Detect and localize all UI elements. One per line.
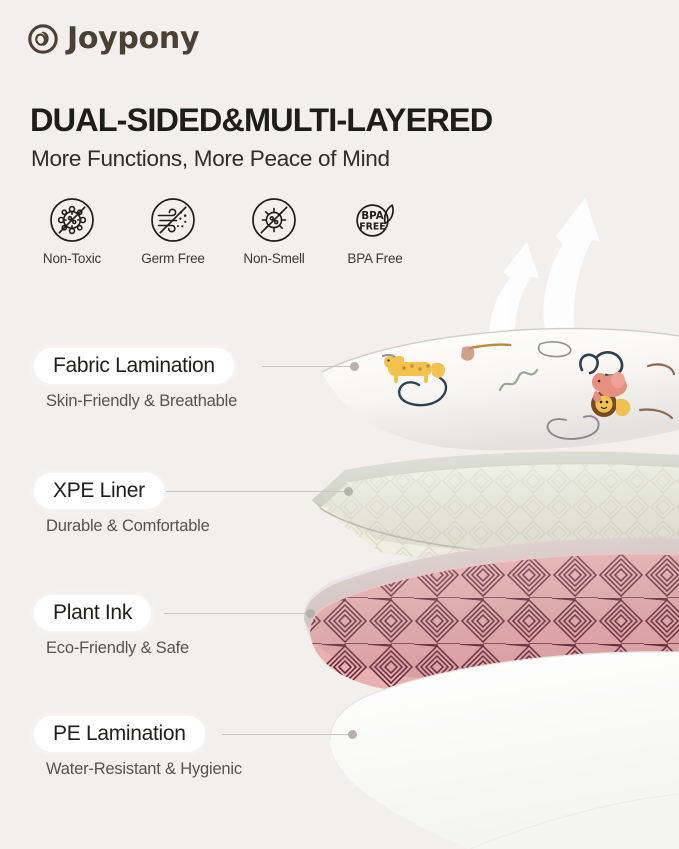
badge-label: Non-Smell bbox=[243, 251, 305, 266]
bpa-free-leaf-icon: BPA FREE bbox=[356, 204, 394, 237]
leader-line-pe bbox=[222, 734, 350, 735]
leader-line-xpe bbox=[166, 491, 346, 492]
leader-line-fabric bbox=[262, 366, 352, 367]
brand-name: Joypony bbox=[67, 21, 200, 56]
badge-germ-free: Germ Free bbox=[137, 196, 209, 266]
callout-subtitle: Durable & Comfortable bbox=[46, 517, 210, 535]
brand-logo: Joypony bbox=[28, 21, 200, 56]
odor-germ-no-entry-icon bbox=[252, 198, 296, 242]
callout-title: Plant Ink bbox=[34, 595, 152, 631]
certification-badges: Non-Toxic Germ F bbox=[36, 196, 411, 266]
layer-pe-lamination bbox=[329, 651, 679, 849]
badge-non-smell: Non-Smell bbox=[238, 196, 310, 266]
layer-xpe-liner bbox=[312, 451, 679, 564]
leader-dot-pe bbox=[348, 730, 357, 739]
callout-pe-lamination: PE Lamination Water-Resistant & Hygienic bbox=[34, 716, 242, 778]
layer-plant-ink bbox=[304, 533, 679, 699]
badge-bpa-free: BPA FREE BPA Free bbox=[339, 196, 411, 266]
callout-xpe-liner: XPE Liner Durable & Comfortable bbox=[34, 473, 210, 535]
leader-dot-plant-ink bbox=[306, 609, 315, 618]
elephant-motif bbox=[592, 372, 627, 402]
leader-line-plant-ink bbox=[164, 613, 310, 614]
leader-dot-xpe bbox=[344, 487, 353, 496]
page-subtitle: More Functions, More Peace of Mind bbox=[31, 146, 390, 171]
upward-arrows-icon bbox=[489, 198, 600, 338]
callout-subtitle: Eco-Friendly & Safe bbox=[46, 639, 189, 657]
callout-title: Fabric Lamination bbox=[34, 348, 234, 384]
badge-label: BPA Free bbox=[347, 251, 403, 266]
wind-germ-no-entry-icon bbox=[151, 198, 195, 242]
leader-dot-fabric bbox=[350, 362, 359, 371]
lion-motif bbox=[591, 391, 631, 417]
callout-title: PE Lamination bbox=[34, 716, 205, 752]
callout-fabric-lamination: Fabric Lamination Skin-Friendly & Breath… bbox=[34, 348, 237, 410]
bpa-text-line1: BPA bbox=[361, 211, 383, 222]
bpa-text-line2: FREE bbox=[359, 221, 385, 232]
page-title: DUAL-SIDED&MULTI-LAYERED bbox=[30, 102, 493, 138]
callout-title: XPE Liner bbox=[34, 473, 164, 509]
giraffe-motif bbox=[384, 355, 446, 383]
badge-label: Non-Toxic bbox=[42, 251, 102, 266]
badge-non-toxic: Non-Toxic bbox=[36, 196, 108, 266]
layer-fabric-lamination bbox=[321, 327, 679, 451]
callout-subtitle: Skin-Friendly & Breathable bbox=[46, 392, 238, 410]
badge-label: Germ Free bbox=[141, 251, 205, 266]
virus-no-entry-icon bbox=[50, 198, 94, 242]
joypony-circle-mark-icon bbox=[28, 24, 58, 54]
callout-subtitle: Water-Resistant & Hygienic bbox=[46, 760, 242, 778]
callout-plant-ink: Plant Ink Eco-Friendly & Safe bbox=[34, 595, 189, 657]
